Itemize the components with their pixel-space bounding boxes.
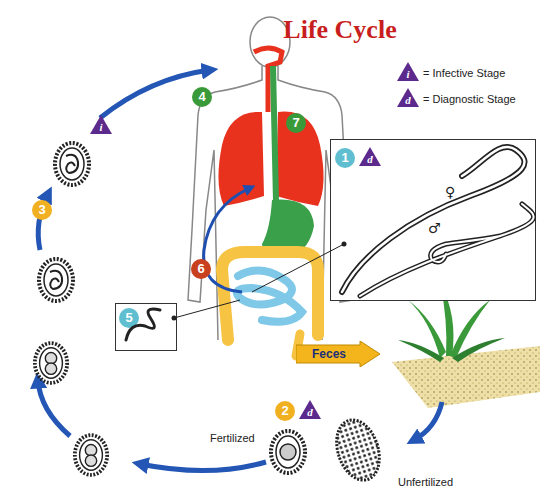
diagram-title: Life Cycle [250,15,430,45]
diagnostic-marker: d [299,400,321,419]
callout-number: 2 [275,401,295,421]
small-intestine [237,270,302,321]
right-lung [276,112,324,206]
sex-symbol: ♀ [445,184,455,200]
larva [126,309,160,340]
arrow-label: Feces [296,341,362,367]
callout-number: 6 [191,259,211,279]
infective-marker: i [90,115,112,134]
stage-label: Fertilized [210,432,255,444]
diagnostic-marker: d [397,88,419,107]
callout-number: 7 [286,113,306,133]
migration-arrow [204,188,250,292]
larva-box: 5 [115,303,177,351]
diagnostic-marker: d [359,147,381,166]
cycle-arrow [140,462,266,471]
cycle-arrow [414,402,442,440]
leader-line [252,244,344,292]
adult-worm-box: 1d ♀ ♂ [330,139,536,301]
callout-number: 5 [119,308,139,328]
large-intestine [222,252,318,340]
female-worm [342,147,525,292]
legend-text: = Infective Stage [423,66,505,80]
callout-number: 3 [32,200,52,220]
two-cell-egg [75,435,107,475]
sex-symbol: ♂ [428,220,441,236]
fertilized-egg [271,431,305,473]
male-worm [360,204,534,296]
grass-leaf [452,338,505,362]
infective-marker: i [397,62,419,81]
esophagus [273,66,276,202]
grass-leaf [398,340,444,362]
embryonated-egg [55,143,89,185]
cleaving-egg [35,343,67,383]
arrow-fill [296,341,380,367]
callout-number: 1 [335,148,355,168]
stage-label: Unfertilized [398,476,453,488]
airway [254,48,282,112]
female-worm-body [342,147,525,292]
leader-line [174,300,240,318]
male-worm-body [360,204,534,296]
unfertilized-egg [329,414,386,485]
callout-number: 4 [192,87,212,107]
larvated-egg [39,259,73,301]
feces-arrow: Feces [296,341,380,367]
cycle-arrow [38,380,70,436]
leader-dot [172,316,177,321]
legend-text: = Diagnostic Stage [423,92,516,106]
leader-dot [342,242,347,247]
